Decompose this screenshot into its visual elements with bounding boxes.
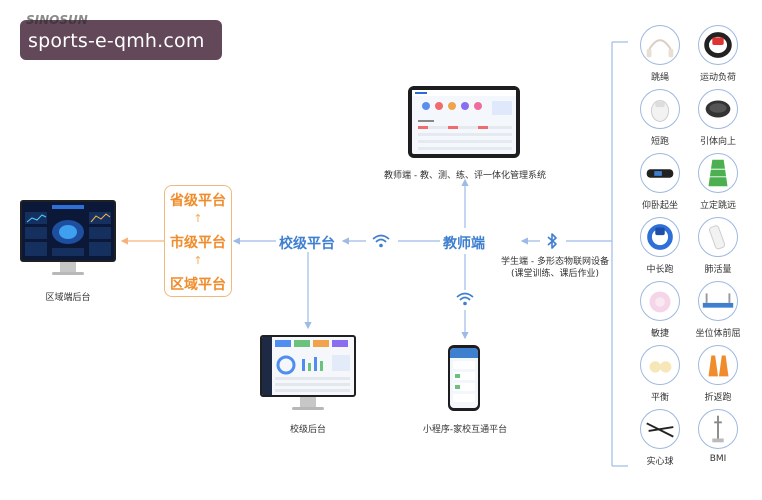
teacher-label: 教师端 [443,236,485,252]
cone-icon [698,345,738,385]
spirometer-icon [698,217,738,257]
device-item: 运动负荷 [688,25,748,87]
sit-up-mat-icon [640,153,680,193]
district-platform-label: 区域平台 [170,277,226,293]
device-label: 实心球 [646,457,674,467]
student-caption-line2: (课堂训练、课后作业) [510,269,600,279]
device-item: 敏捷 [630,281,690,343]
device-item: 平衡 [630,345,690,407]
wifi-icon [456,292,474,306]
city-platform-label: 市级平台 [170,235,226,251]
device-label: 跳绳 [650,73,669,83]
device-item: 中长跑 [630,217,690,279]
device-label: 立定跳远 [699,201,736,211]
device-item: BMI [688,409,748,471]
height-scale-icon [698,409,738,449]
student-caption-line1: 学生端 - 多形态物联网设备 [501,257,609,267]
agility-pad-icon [640,281,680,321]
province-platform-label: 省级平台 [170,193,226,209]
school-caption: 校级后台 [289,425,326,435]
device-label: 肺活量 [704,265,732,275]
svg-text:SINOSUN: SINOSUN [26,13,88,26]
mini-program-screen [450,348,478,402]
device-label: BMI [709,454,727,464]
device-label: 中长跑 [646,265,674,275]
teacher-app-screen [412,90,516,150]
device-item: 短跑 [630,89,690,151]
medicine-ball-icon [640,409,680,449]
heart-rate-band-icon [698,25,738,65]
device-label: 坐位体前屈 [695,329,741,339]
teacher-tablet [408,86,520,158]
levels-box [164,185,232,297]
mini-program-caption: 小程序-家校互通平台 [422,425,508,435]
up-arrow-icon: ↑ [193,212,203,225]
regional-caption: 区域端后台 [45,293,91,303]
long-jump-mat-icon [698,153,738,193]
device-label: 运动负荷 [699,73,736,83]
device-item: 跳绳 [630,25,690,87]
wristband-icon [640,217,680,257]
device-item: 实心球 [630,409,690,471]
device-label: 短跑 [650,137,669,147]
device-item: 折返跑 [688,345,748,407]
device-label: 敏捷 [650,329,669,339]
mini-program-phone [448,345,480,411]
school-platform-label: 校级平台 [279,236,335,252]
device-item: 引体向上 [688,89,748,151]
device-item: 立定跳远 [688,153,748,215]
device-label: 平衡 [650,393,669,403]
sit-and-reach-icon [698,281,738,321]
device-label: 引体向上 [699,137,736,147]
device-item: 仰卧起坐 [630,153,690,215]
device-item: 肺活量 [688,217,748,279]
school-dashboard-icon [262,337,350,395]
device-label: 折返跑 [704,393,732,403]
school-monitor [260,335,356,415]
watermark-box [20,20,222,60]
balance-pad-icon [640,345,680,385]
device-item: 坐位体前屈 [688,281,748,343]
regional-dashboard-icon [22,202,114,260]
bluetooth-icon [547,233,557,249]
teacher-caption: 教师端 - 教、测、练、评一体化管理系统 [384,171,546,181]
watermark-text: sports-e-qmh.com [28,30,205,52]
pull-up-sensor-icon [698,89,738,129]
wifi-icon [372,234,390,248]
jump-rope-icon [640,25,680,65]
up-arrow-icon: ↑ [193,254,203,267]
device-label: 仰卧起坐 [641,201,678,211]
sprint-sensor-icon [640,89,680,129]
regional-monitor [20,200,116,280]
brand-logo: SINOSUN [26,13,88,26]
